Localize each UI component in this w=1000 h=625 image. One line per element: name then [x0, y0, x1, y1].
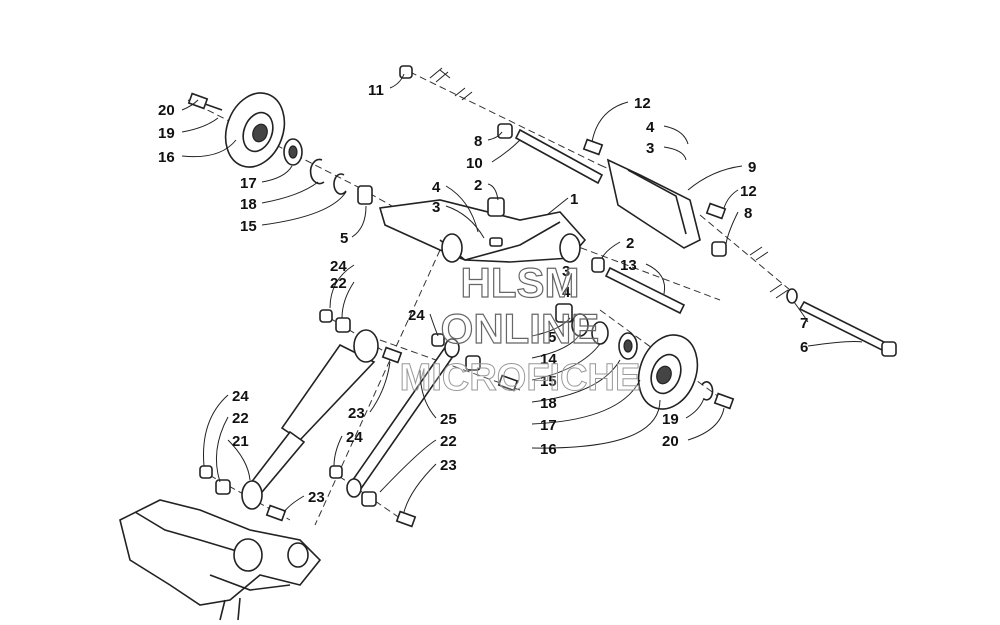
label-13: 13 — [620, 257, 637, 274]
watermark-line-1: HLSM — [461, 259, 580, 306]
label-3: 3 — [432, 199, 440, 216]
label-5-b: 5 — [548, 329, 556, 346]
swing-arm — [378, 197, 587, 263]
label-11: 11 — [368, 82, 384, 99]
part-labels: 11 20 19 16 17 18 15 5 8 10 4 2 3 1 12 4… — [158, 82, 808, 506]
label-14: 14 — [540, 351, 557, 368]
label-4-c: 4 — [562, 284, 571, 301]
left-snap-rings — [309, 158, 373, 205]
label-8: 8 — [474, 133, 482, 150]
label-16-b: 16 — [540, 441, 557, 458]
label-24: 24 — [330, 258, 347, 275]
watermark-line-2: ONLINE — [441, 305, 600, 352]
label-4: 4 — [432, 179, 441, 196]
left-bolt — [187, 92, 223, 111]
watermark-line-3: MICROFICHE — [400, 357, 641, 399]
label-18: 18 — [240, 196, 257, 213]
label-1: 1 — [570, 191, 578, 208]
label-24-c: 24 — [232, 388, 249, 405]
left-bearing — [283, 138, 303, 166]
label-20: 20 — [158, 102, 175, 119]
label-2-b: 2 — [626, 235, 634, 252]
watermark: HLSM ONLINE MICROFICHE — [399, 258, 641, 399]
label-7: 7 — [800, 315, 808, 332]
label-17-b: 17 — [540, 417, 557, 434]
label-5: 5 — [340, 230, 348, 247]
label-15: 15 — [240, 218, 257, 235]
label-22-b: 22 — [232, 410, 249, 427]
lower-shaft — [591, 257, 897, 357]
label-12: 12 — [634, 95, 651, 112]
right-wheel-assembly — [555, 303, 735, 410]
upper-shaft — [399, 65, 604, 185]
bracket — [582, 138, 727, 257]
label-8-b: 8 — [744, 205, 752, 222]
label-3-c: 3 — [562, 263, 570, 280]
label-24-d: 24 — [346, 429, 363, 446]
label-20-b: 20 — [662, 433, 679, 450]
label-15-b: 15 — [540, 373, 557, 390]
link-rod — [329, 333, 519, 528]
label-25: 25 — [440, 411, 457, 428]
label-19-b: 19 — [662, 411, 679, 428]
label-4-b: 4 — [646, 119, 655, 136]
label-23: 23 — [348, 405, 365, 422]
label-24-b: 24 — [408, 307, 425, 324]
label-2: 2 — [474, 177, 482, 194]
label-10: 10 — [466, 155, 483, 172]
label-12-b: 12 — [740, 183, 757, 200]
label-9: 9 — [748, 159, 756, 176]
left-idler-wheel — [224, 92, 286, 168]
label-6: 6 — [800, 339, 808, 356]
label-3-b: 3 — [646, 140, 654, 157]
label-16: 16 — [158, 149, 175, 166]
label-19: 19 — [158, 125, 175, 142]
frame-fragment — [119, 499, 322, 621]
break-marks — [429, 67, 789, 299]
label-22: 22 — [330, 275, 347, 292]
leader-lines — [181, 73, 863, 513]
label-21: 21 — [232, 433, 249, 450]
shock-absorber — [199, 309, 403, 522]
label-18-b: 18 — [540, 395, 557, 412]
label-22-c: 22 — [440, 433, 457, 450]
label-23-c: 23 — [308, 489, 325, 506]
label-17: 17 — [240, 175, 257, 192]
label-23-b: 23 — [440, 457, 457, 474]
